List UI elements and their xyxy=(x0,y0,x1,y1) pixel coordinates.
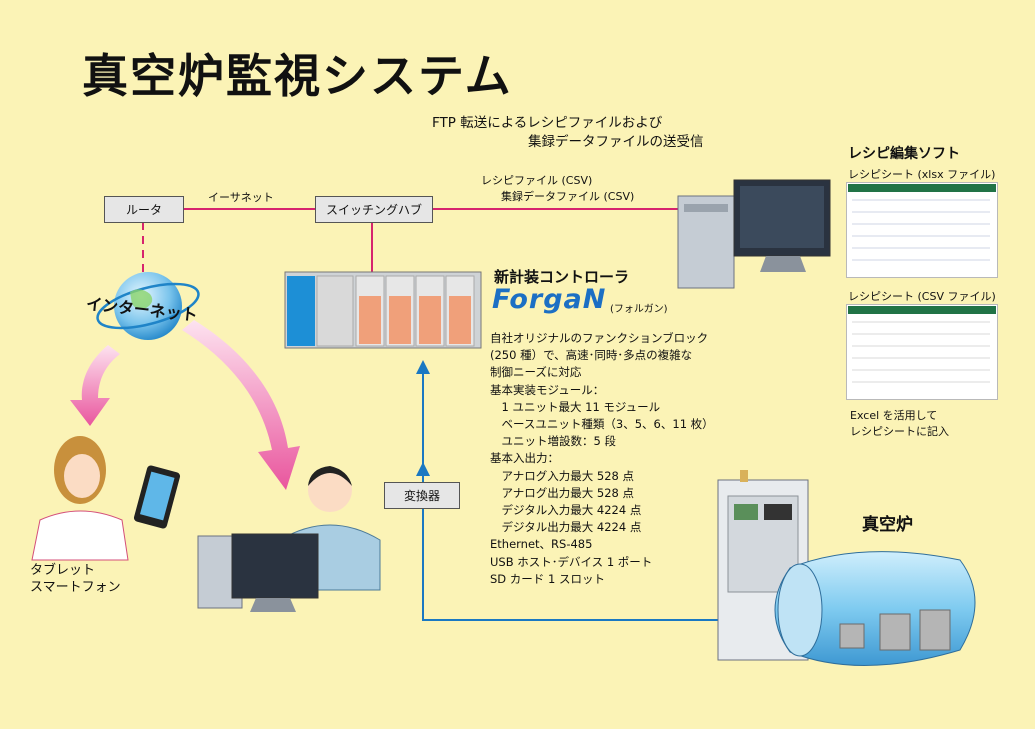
forgan-controller-rack xyxy=(284,271,482,349)
controller-spec-list: 自社オリジナルのファンクションブロック (250 種）で、高速･同時･多点の複雑… xyxy=(490,331,714,586)
ftp-note: FTP 転送によるレシピファイルおよび 集録データファイルの送受信 xyxy=(432,115,704,150)
serial-line-furnace-controller xyxy=(422,372,720,621)
vacuum-furnace-illustration xyxy=(717,470,976,666)
internet-arrow-mobile xyxy=(70,345,120,426)
recipe-file-csv: レシピファイル (CSV) xyxy=(481,174,593,187)
forgan-reading: (フォルガン) xyxy=(610,304,668,315)
mobile-label: タブレット スマートフォン xyxy=(30,563,121,595)
globe-icon xyxy=(96,272,200,340)
excel-note: Excel を活用して レシピシートに記入 xyxy=(850,409,949,438)
recipe-pc-icon xyxy=(677,179,831,289)
sheet-rows xyxy=(848,184,996,383)
xlsx-sheet-label: レシピシート (xlsx ファイル) xyxy=(848,168,996,181)
converter-box: 変換器 xyxy=(384,482,460,509)
controller-heading: 新計装コントローラ xyxy=(494,268,630,286)
page-title: 真空炉監視システム xyxy=(82,49,513,103)
internet-arrow-operator xyxy=(182,320,300,490)
arrow-up-controller xyxy=(416,360,430,374)
operator-illustration xyxy=(197,466,381,612)
csv-link-label: レシピファイル (CSV) 集録データファイル (CSV) xyxy=(481,173,634,205)
arrow-up-converter xyxy=(416,462,430,476)
recipe-software-heading: レシピ編集ソフト xyxy=(848,146,960,162)
csv-sheet-label: レシピシート (CSV ファイル) xyxy=(848,290,996,303)
switch-hub-box: スイッチングハブ xyxy=(315,196,433,223)
furnace-label: 真空炉 xyxy=(862,515,913,535)
ethernet-label: イーサネット xyxy=(208,191,274,204)
forgan-logo: ForgaN xyxy=(492,284,607,315)
tablet-user-illustration xyxy=(31,436,181,561)
data-file-csv: 集録データファイル (CSV) xyxy=(501,190,635,203)
router-box: ルータ xyxy=(104,196,184,223)
